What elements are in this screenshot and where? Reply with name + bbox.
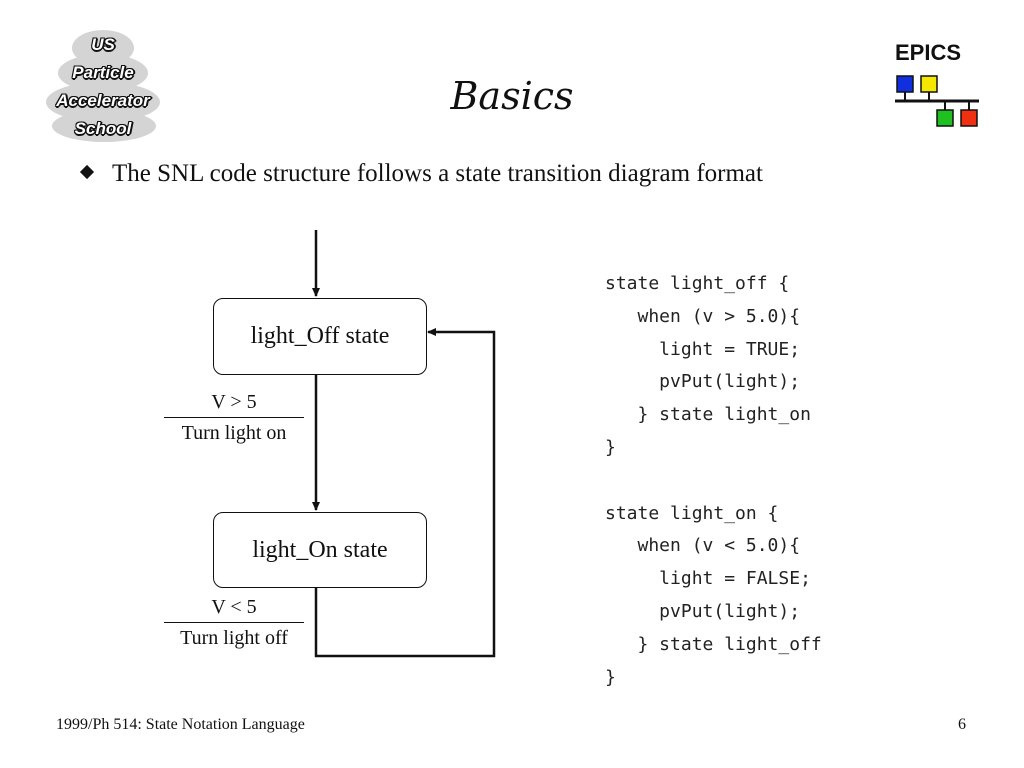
epics-network-icon [895, 75, 979, 127]
state-light-on: light_On state [213, 512, 427, 588]
green-node [936, 109, 954, 127]
transition-label-on: V > 5 Turn light on [164, 389, 304, 446]
bullet-text: The SNL code structure follows a state t… [112, 160, 763, 187]
transition-arrow-on-to-off [314, 328, 496, 658]
code-line: } [605, 666, 616, 688]
code-line: state light_off { [605, 273, 790, 294]
code-line: } state light_off [605, 633, 822, 655]
logo-line: Accelerator [56, 91, 150, 110]
code-line: state light_on { [605, 502, 779, 524]
code-line: } [605, 436, 616, 458]
transition-label-off: V < 5 Turn light off [164, 594, 304, 651]
action-text: Turn light off [180, 627, 288, 649]
logo-line: Particle [72, 63, 134, 82]
code-line [605, 465, 822, 498]
code-line: pvPut(light); [605, 371, 801, 393]
bullet-item: The SNL code structure follows a state t… [79, 160, 763, 188]
action-text: Turn light on [181, 422, 287, 444]
uspas-logo: US Particle Accelerator School [44, 30, 162, 142]
code-line: } state light_on [605, 404, 811, 426]
snl-code-block: state light_off { when (v > 5.0){ light … [605, 268, 822, 694]
condition-text: V < 5 [164, 594, 304, 623]
footer-course: 1999/Ph 514: State Notation Language [56, 716, 305, 733]
code-line: when (v < 5.0){ [605, 535, 801, 557]
logo-line: School [74, 119, 132, 138]
red-node [960, 109, 978, 127]
epics-logo-text: EPICS [895, 40, 962, 65]
code-line: when (v > 5.0){ [605, 305, 801, 327]
slide-title: Basics [450, 74, 574, 118]
logo-line: US [91, 35, 115, 54]
state-light-off: light_Off state [213, 298, 427, 375]
page-number: 6 [958, 716, 966, 733]
code-line: light = TRUE; [605, 338, 801, 360]
logo-blob [52, 110, 156, 142]
code-line: light = FALSE; [605, 568, 811, 590]
condition-text: V > 5 [164, 389, 304, 418]
code-line: pvPut(light); [605, 600, 801, 622]
